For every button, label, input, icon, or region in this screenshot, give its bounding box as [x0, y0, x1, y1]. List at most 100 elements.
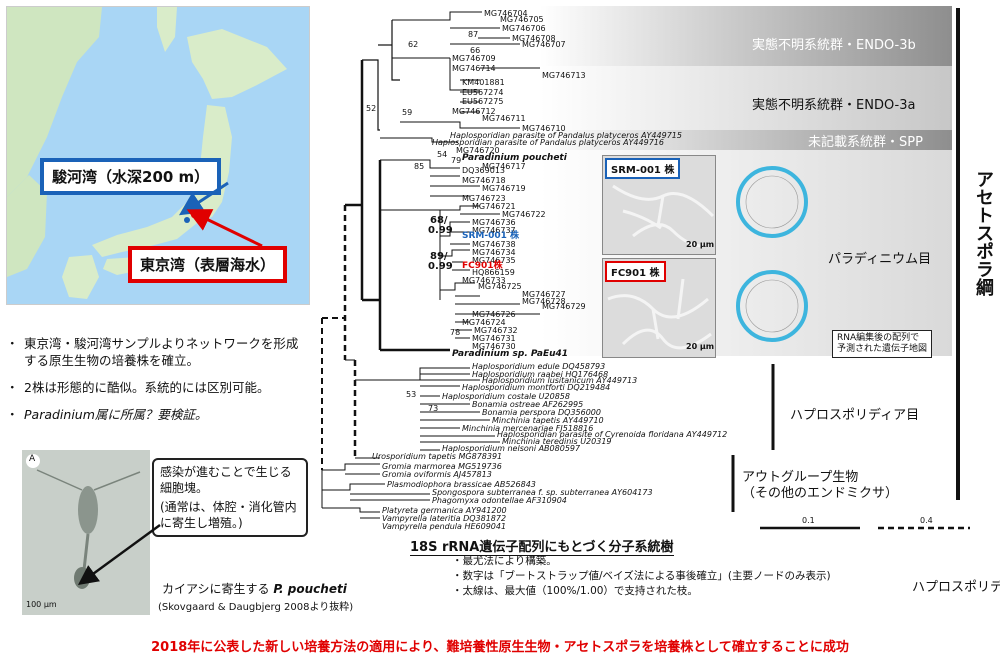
bootstrap-value: 89/: [430, 251, 448, 262]
bootstrap-value: 0.99: [428, 225, 453, 236]
tree-leaf-label: EU567274: [462, 88, 504, 97]
tree-branches: [321, 11, 540, 519]
map-arrows: [178, 181, 263, 248]
gene-maps: [736, 166, 808, 342]
bootstrap-value: 52: [366, 104, 377, 113]
band-spp: [540, 130, 952, 150]
tree-leaf-label: MG746718: [462, 176, 506, 185]
tree-leaf-label: MG746707: [522, 40, 566, 49]
tree-leaf-label: Urosporidium tapetis MG878391: [372, 452, 503, 461]
suruga-bay-callout: 駿河湾（水深200 m）: [40, 158, 222, 195]
tree-leaf-label: MG746722: [502, 210, 546, 219]
tree-leaf-label: MG746729: [542, 302, 586, 311]
tree-leaf-label: Platyreta germanica AY941200: [382, 506, 507, 515]
bootstrap-value: 79: [451, 156, 462, 165]
tree-leaf-label: Vampyrella pendula HE609041: [382, 522, 507, 531]
infection-note-box: 感染が進むことで生じる細胞塊。 (通常は、体腔・消化管内に寄生し増殖。): [152, 458, 308, 537]
summary-bullets: ・東京湾・駿河湾サンプルよりネットワークを形成する原生生物の培養株を確立。 ・2…: [6, 335, 306, 433]
tree-leaf-label: Haplosporidian parasite of Cyrenoida flo…: [497, 430, 728, 439]
panel-letter: A: [29, 454, 36, 464]
bootstrap-value: 0.99: [428, 261, 453, 272]
band-endo3b: [540, 6, 952, 66]
tree-leaf-label: MG746720: [456, 146, 500, 155]
clade-label-haplosporidia: ハプロスポリディア目: [790, 408, 920, 423]
tree-leaf-label: MG746706: [502, 24, 546, 33]
tree-leaf-label: MG746709: [452, 54, 496, 63]
tree-leaf-label: Haplosporidian parasite of Pandalus plat…: [450, 131, 682, 140]
bootstrap-value: 53: [406, 390, 417, 399]
tree-leaf-label: MG746713: [542, 71, 586, 80]
tree-leaf-label: MG746721: [472, 202, 516, 211]
tree-leaf-label: MG746731: [472, 334, 516, 343]
tree-leaf-label: MG746728: [522, 297, 566, 306]
scale-bar-solid-label: 0.1: [802, 516, 815, 525]
copepod-caption: カイアシに寄生する P. poucheti: [162, 582, 347, 596]
clade-label-haplo-cut: ハプロスポリデ: [912, 580, 1000, 595]
gene-map-circle: [736, 270, 808, 342]
tokyo-bay-label: 東京湾（表層海水）: [140, 256, 276, 274]
clade-label-endo3a: 実態不明系統群・ENDO-3a: [752, 98, 916, 113]
bullet-item: ・東京湾・駿河湾サンプルよりネットワークを形成する原生生物の培養株を確立。: [6, 336, 299, 368]
tree-leaf-label: Bonamia ostreae AF262995: [472, 400, 584, 409]
tree-leaf-label: Haplosporidium edule DQ458793: [472, 362, 606, 371]
copepod-source: (Skovgaard & Daugbjerg 2008より抜粋): [158, 602, 354, 613]
tree-leaf-label: Haplosporidium costale U20858: [442, 392, 570, 401]
bullet-item: ・2株は形態的に酷似。系統的には区別可能。: [6, 380, 270, 395]
tree-leaf-label: MG746727: [522, 290, 566, 299]
tree-leaf-label: MG746738: [472, 240, 516, 249]
tokyo-bay-callout: 東京湾（表層海水）: [128, 246, 288, 283]
gene-map-circle: [736, 166, 808, 238]
band-endo3a: [540, 66, 952, 130]
tree-leaf-label: MG746725: [478, 282, 522, 291]
tree-leaf-label: Plasmodiophora brassicae AB526843: [387, 480, 536, 489]
fc-scale: 20 μm: [686, 342, 715, 351]
tree-leaf-label: EU567275: [462, 97, 504, 106]
clade-label-ascetosporea: アセトスポラ綱: [973, 170, 994, 296]
tree-leaf-label: Haplosporidium montforti DQ219484: [462, 383, 611, 392]
bullet-item: ・Paradinium属に所属？要検証。: [6, 407, 208, 422]
tree-leaf-label: SRM-001 株: [462, 231, 520, 241]
tree-leaf-label: MG746730: [472, 342, 516, 351]
bootstrap-value: 78: [450, 328, 461, 337]
clade-label-endo3b: 実態不明系統群・ENDO-3b: [752, 38, 916, 53]
gene-map-caption: RNA編集後の配列で 予測された遺伝子地図: [832, 330, 933, 358]
tree-leaf-label: MG746705: [500, 15, 544, 24]
tree-leaf-label: MG746719: [482, 184, 526, 193]
bootstrap-value: 87: [468, 30, 479, 39]
clade-label-paradinium: パラディニウム目: [828, 252, 932, 267]
tree-leaf-label: MG746733: [462, 276, 506, 285]
tree-leaf-label: MG746732: [474, 326, 518, 335]
copepod-photo: A 100 μm: [22, 450, 150, 615]
tree-leaf-label: Haplosporidium nelsoni AB080597: [442, 444, 581, 453]
tokyo-arrow: [186, 209, 263, 248]
tree-leaf-label: Gromia marmorea MG519736: [382, 462, 502, 471]
tree-leaf-label: Minchinia tapetis AY449710: [492, 416, 604, 425]
fc-strain-tag: FC901 株: [605, 261, 666, 282]
tree-leaf-label: Haplosporidian parasite of Pandalus plat…: [432, 138, 664, 147]
tree-leaf-label: MG746712: [452, 107, 496, 116]
scale-bar-dashed-label: 0.4: [920, 516, 933, 525]
bootstrap-value: 62: [408, 40, 419, 49]
bootstrap-value: 59: [402, 108, 413, 117]
tree-leaf-label: MG746717: [482, 162, 526, 171]
tree-title: 18S rRNA遺伝子配列にもとづく分子系統樹: [410, 536, 674, 556]
tree-leaf-label: Minchinia teredinis U20319: [502, 437, 612, 446]
bootstrap-value: 54: [437, 150, 448, 159]
suruga-arrow: [178, 181, 229, 216]
clade-label-spp: 未記載系統群・SPP: [808, 135, 923, 150]
srm-network-drawing: [612, 184, 715, 248]
tree-leaf-label: Gromia oviformis AJ457813: [382, 470, 492, 479]
tree-leaf-label: MG746726: [472, 310, 516, 319]
tree-leaf-label: Paradinium sp. PaEu41: [452, 349, 569, 359]
tree-leaf-label: Minchinia mercenariae FJ518816: [462, 424, 594, 433]
tree-leaf-label: MG746734: [472, 248, 516, 257]
bootstrap-value: 66: [470, 46, 481, 55]
footer-summary: 2018年に公表した新しい培養方法の適用により、難培養性原生生物・アセトスポラを…: [151, 640, 849, 655]
tree-leaf-label: MG746708: [512, 34, 556, 43]
tree-notes: ・最尤法により構築。 ・数字は「ブートストラップ値/ベイズ法による事後確立」(主…: [452, 555, 831, 597]
srm-strain-tag: SRM-001 株: [605, 158, 681, 179]
tree-leaf-label: MG746710: [522, 124, 566, 133]
tree-leaf-label: Spongospora subterranea f. sp. subterran…: [432, 488, 653, 497]
